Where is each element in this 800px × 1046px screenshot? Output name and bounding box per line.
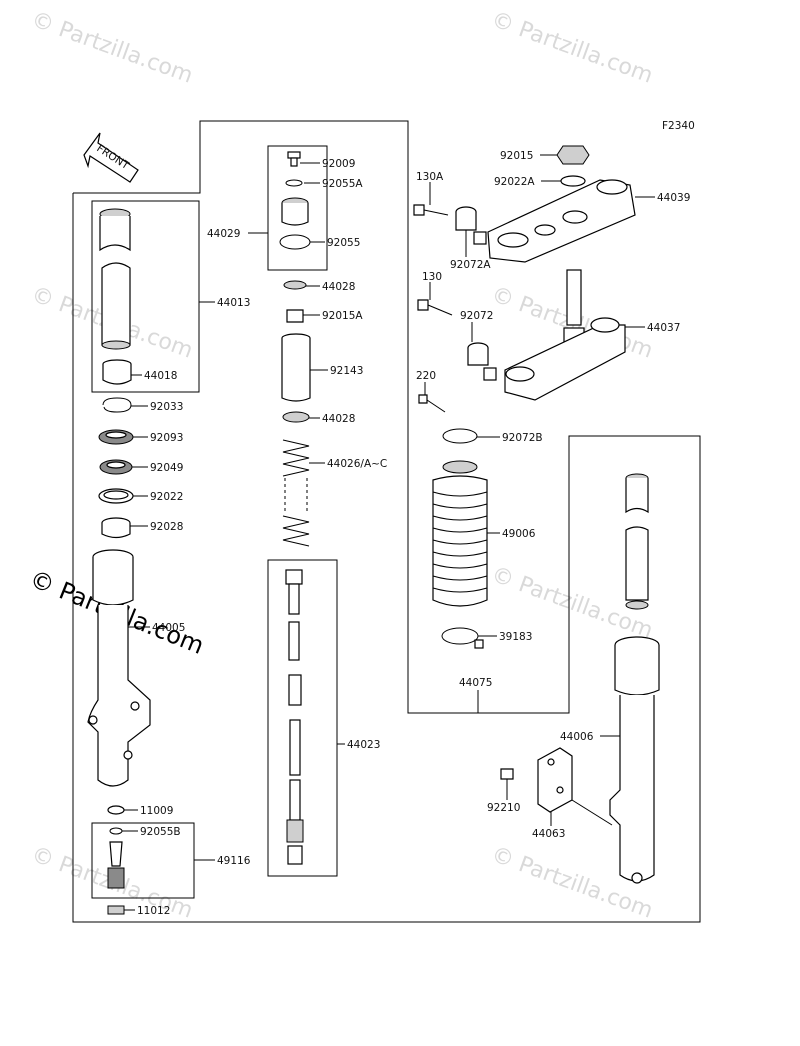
- label-44006: 44006: [560, 731, 594, 743]
- label-92055A: 92055A: [322, 178, 363, 190]
- watermark-top-left: © Partzilla.com: [28, 7, 196, 89]
- part-130A-bolt: [413, 204, 449, 216]
- label-92033: 92033: [150, 401, 183, 413]
- label-44039: 44039: [657, 192, 690, 204]
- label-92143: 92143: [330, 365, 363, 377]
- label-92015A: 92015A: [322, 310, 363, 322]
- part-92022-washer: [98, 488, 134, 504]
- label-92072: 92072: [460, 310, 493, 322]
- part-44029-cap-bolt: [281, 197, 309, 226]
- label-44075: 44075: [459, 677, 492, 689]
- label-49116: 49116: [217, 855, 251, 867]
- label-92009: 92009: [322, 158, 355, 170]
- part-92210-bolt: [500, 768, 514, 790]
- label-44037: 44037: [647, 322, 680, 334]
- label-130A: 130A: [416, 171, 444, 183]
- part-44063-clamp-block: [537, 747, 573, 813]
- label-44013: 44013: [217, 297, 250, 309]
- part-92072-clamp: [467, 342, 497, 381]
- part-44039-upper-bracket: [487, 179, 636, 263]
- label-220: 220: [416, 370, 436, 382]
- label-92028: 92028: [150, 521, 183, 533]
- label-11009: 11009: [140, 805, 173, 817]
- part-49006-boot: [432, 460, 488, 607]
- part-44006-fork-right: [609, 473, 660, 884]
- part-92072A-clamp: [455, 206, 487, 245]
- label-92055: 92055: [327, 237, 360, 249]
- label-44018: 44018: [144, 370, 177, 382]
- part-92015A-nut: [286, 309, 304, 323]
- figure-code: F2340: [662, 120, 695, 132]
- label-92210: 92210: [487, 802, 520, 814]
- part-92033-clip: [102, 397, 132, 413]
- part-92049-seal: [99, 459, 133, 475]
- label-130: 130: [422, 271, 442, 283]
- label-92022A: 92022A: [494, 176, 535, 188]
- part-92055A-oring: [285, 179, 303, 187]
- part-92055B-oring: [109, 827, 123, 835]
- label-92022: 92022: [150, 491, 183, 503]
- part-44028-seat-lower: [282, 411, 310, 423]
- part-92072B-band: [442, 428, 478, 444]
- label-44063: 44063: [532, 828, 565, 840]
- label-92072A: 92072A: [450, 259, 491, 271]
- part-92143-spacer: [281, 333, 311, 402]
- part-49116-drain-bolt: [107, 841, 125, 889]
- label-44028-upper: 44028: [322, 281, 355, 293]
- part-44037-stem-bracket: [504, 269, 626, 401]
- label-39183: 39183: [499, 631, 532, 643]
- part-11009-gasket: [107, 805, 125, 815]
- leader-lines: [122, 154, 655, 911]
- part-44023-damper-rod: [285, 569, 304, 865]
- part-44028-seat-upper: [283, 280, 307, 290]
- part-130-bolt: [417, 299, 453, 316]
- part-39183-band: [441, 627, 484, 649]
- label-44028-lower: 44028: [322, 413, 355, 425]
- part-44026-spring: [282, 439, 310, 547]
- label-44029: 44029: [207, 228, 240, 240]
- part-220-bolt: [418, 394, 446, 413]
- front-arrow: FRONT: [83, 132, 139, 183]
- label-92055B: 92055B: [140, 826, 181, 838]
- label-49006: 49006: [502, 528, 536, 540]
- label-92015: 92015: [500, 150, 533, 162]
- part-44013-inner-tube: [99, 208, 131, 350]
- part-92028-bushing: [101, 517, 131, 539]
- part-92015-nut: [556, 145, 590, 165]
- part-11012-washer: [107, 905, 125, 915]
- label-44026: 44026/A~C: [327, 458, 387, 470]
- part-92009-screw: [287, 151, 301, 167]
- part-92093-seal: [98, 429, 134, 445]
- part-44005-outer-tube: [87, 549, 151, 787]
- label-92093: 92093: [150, 432, 183, 444]
- label-92072B: 92072B: [502, 432, 543, 444]
- part-labels: 92009 92055A 44029 92055 44028 92015A 92…: [137, 150, 690, 917]
- part-44018-bushing: [102, 359, 132, 385]
- label-92049: 92049: [150, 462, 183, 474]
- label-44005: 44005: [152, 622, 185, 634]
- label-11012: 11012: [137, 905, 170, 917]
- watermark-top-right: © Partzilla.com: [488, 7, 656, 89]
- frame-outlines: [72, 120, 701, 923]
- label-44023: 44023: [347, 739, 380, 751]
- part-92055-oring: [279, 234, 311, 250]
- part-92022A-washer: [560, 175, 586, 187]
